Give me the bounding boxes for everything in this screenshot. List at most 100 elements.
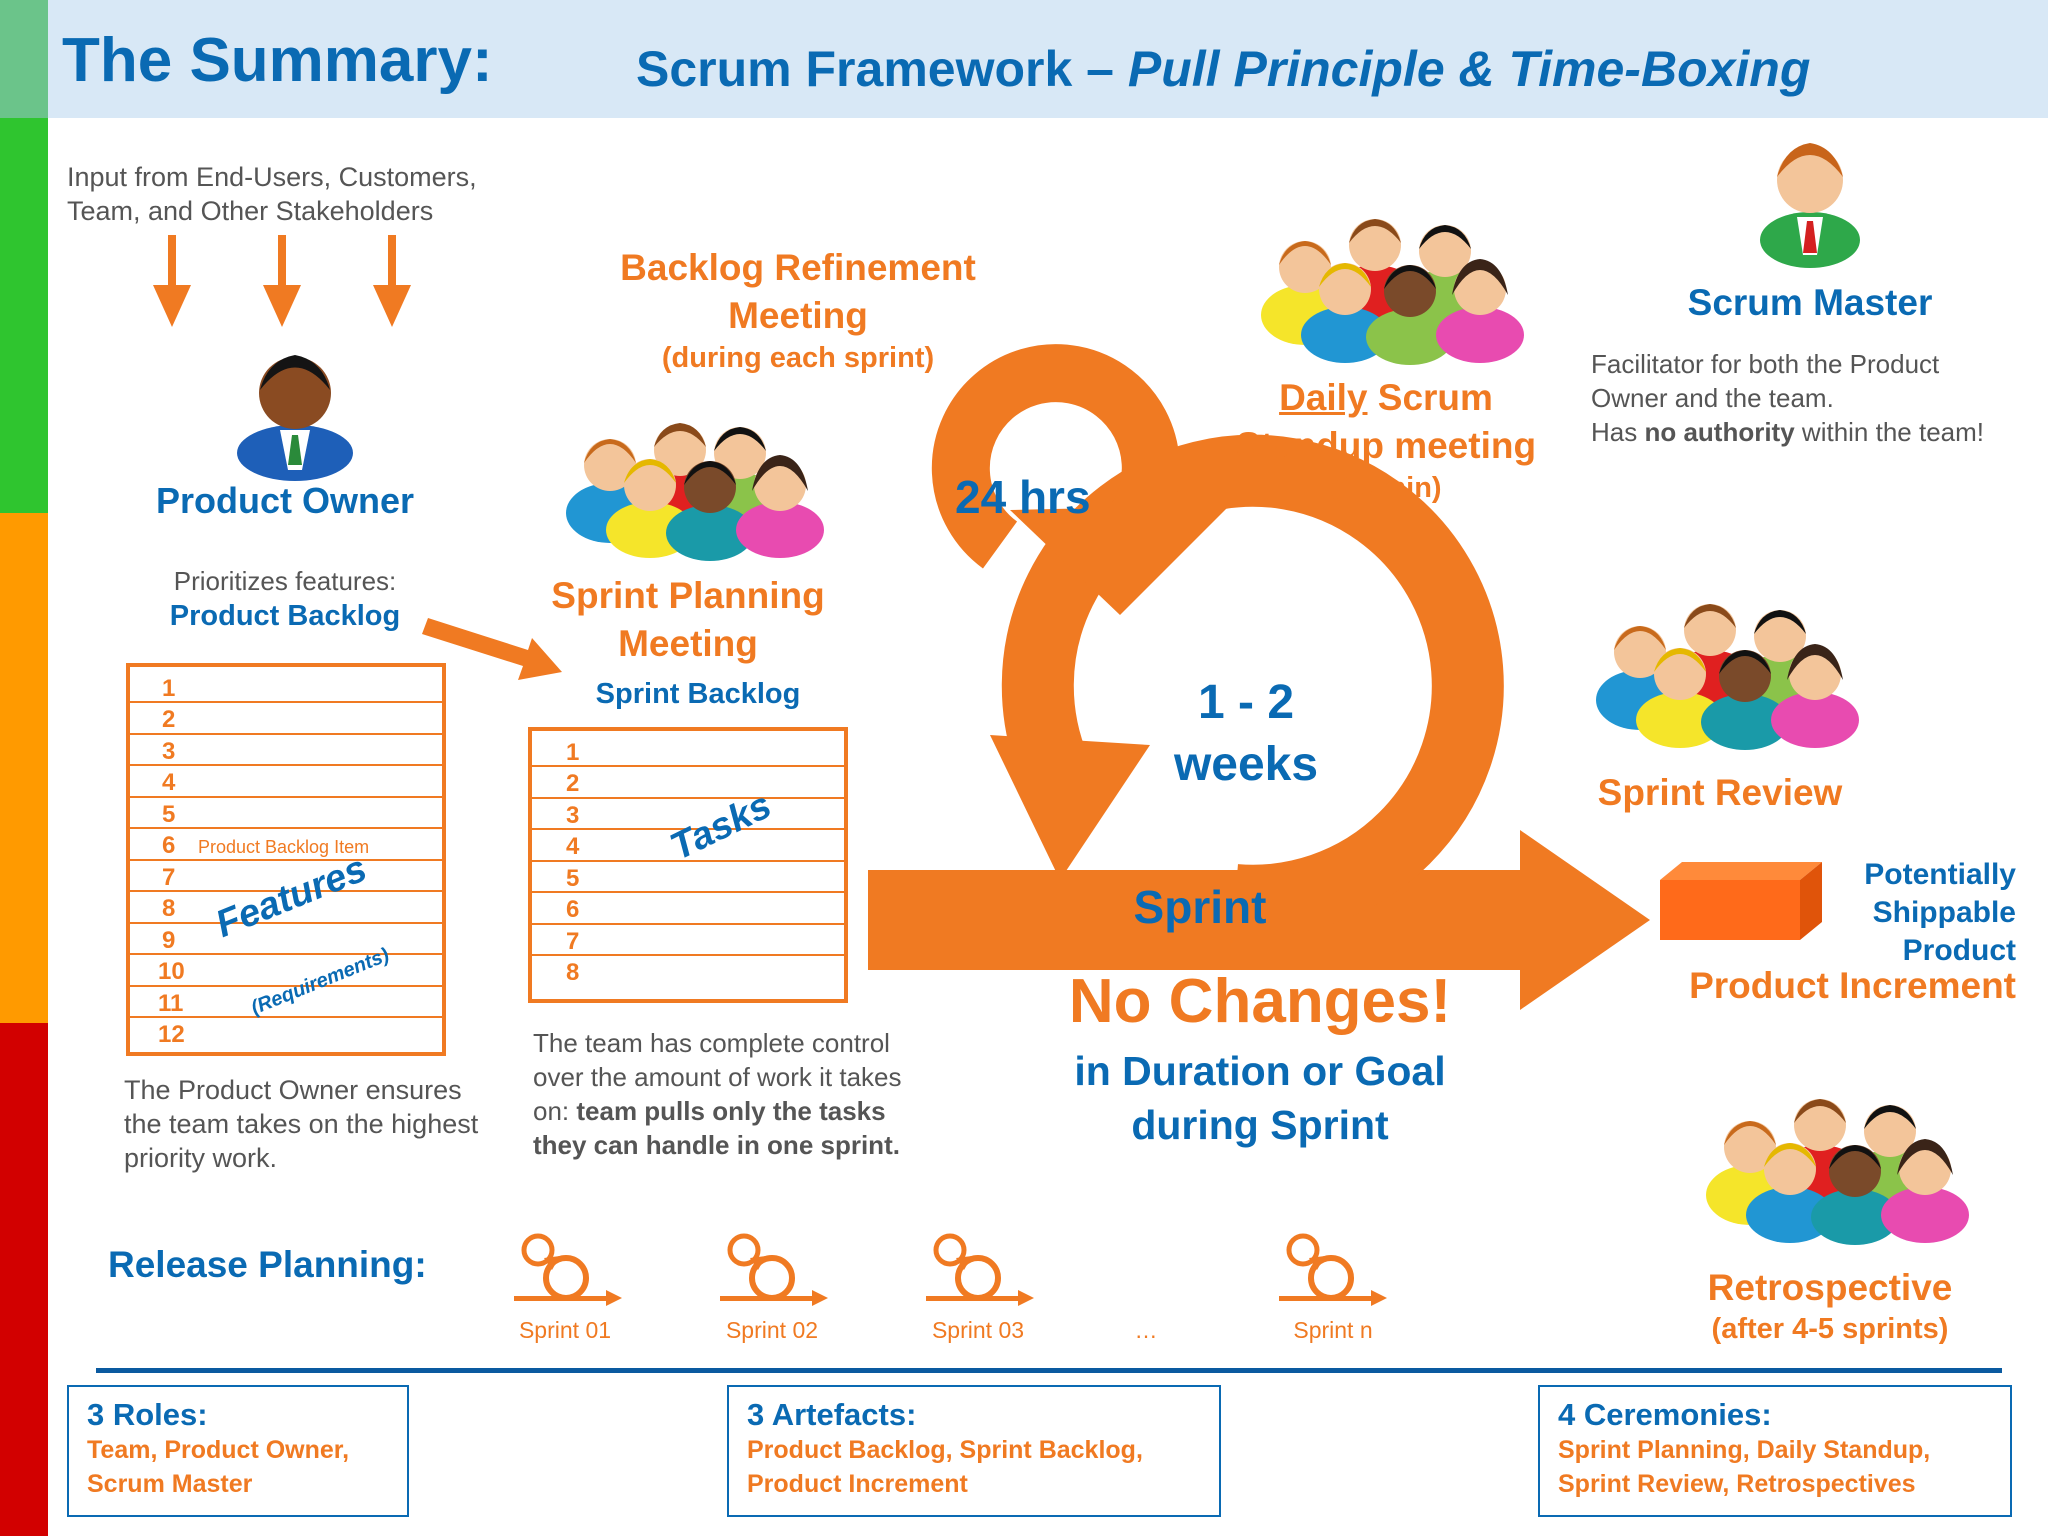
control-line-3: on: team pulls only the tasks — [533, 1094, 902, 1128]
roles-line-2: Scrum Master — [87, 1470, 253, 1498]
product-owner-person-icon — [237, 355, 353, 481]
task-number: 2 — [566, 770, 580, 797]
subtitle-italic: Pull Principle & Time-Boxing — [1127, 41, 1811, 97]
sprint-circle-arrowhead — [990, 735, 1150, 880]
task-number: 1 — [566, 739, 580, 766]
subtitle-plain: Scrum Framework – — [636, 41, 1128, 97]
product-owner-ensures-text: The Product Owner ensures the team takes… — [124, 1073, 478, 1175]
sprint-review-team-icon — [1596, 604, 1859, 750]
no-changes-line-2: in Duration or Goal — [1074, 1048, 1446, 1094]
sprint-flow-arrow-shaft — [868, 870, 1538, 970]
release-sprint-cycle — [510, 1228, 630, 1308]
ceremonies-line-1: Sprint Planning, Daily Standup, — [1558, 1436, 1931, 1464]
team-control-text: The team has complete control over the a… — [533, 1026, 902, 1162]
page-title: The Summary: — [62, 26, 493, 95]
no-changes-line-3: during Sprint — [1131, 1102, 1389, 1148]
scrum-master-person-icon — [1760, 143, 1860, 268]
backlog-item-number: 8 — [162, 895, 176, 922]
ceremonies-title: 4 Ceremonies: — [1558, 1397, 1772, 1432]
artefacts-line-1: Product Backlog, Sprint Backlog, — [747, 1436, 1143, 1464]
product-backlog-title: Product Backlog — [169, 600, 401, 632]
backlog-item-number: 7 — [162, 864, 176, 891]
backlog-row-line — [130, 1016, 442, 1018]
backlog-row-line — [130, 764, 442, 766]
backlog-item-number: 1 — [162, 675, 176, 702]
sm-line-3-plain-1: Has — [1591, 417, 1645, 447]
task-number: 3 — [566, 802, 580, 829]
product-line-2: Shippable — [1872, 896, 2016, 929]
retrospective-title: Retrospective (after 4-5 sprints) — [1650, 1266, 2010, 1348]
product-backlog-list: 1 2 3 4 5 6 7 8 9 10 11 12 Product Backl… — [126, 663, 446, 1056]
no-changes-detail: in Duration or Goal during Sprint — [1000, 1044, 1520, 1152]
mini-cycle-icon — [926, 1233, 1034, 1306]
retrospective-team-icon — [1706, 1099, 1969, 1245]
ensures-line-2: the team takes on the highest — [124, 1109, 479, 1139]
product-owner-title: Product Owner — [155, 480, 415, 521]
scrum-master-title: Scrum Master — [1687, 282, 1933, 323]
control-line-1: The team has complete control — [533, 1028, 890, 1058]
duration-line-2: weeks — [1173, 738, 1319, 791]
daily-word: Daily — [1279, 377, 1368, 418]
release-sprint-label: Sprint 03 — [931, 1317, 1025, 1343]
daily-scrum-title: Daily Scrum Standup meeting (15 min) — [1200, 374, 1572, 506]
side-bar-orange — [0, 513, 48, 1023]
side-bar-green — [0, 118, 48, 513]
roles-box: 3 Roles: Team, Product Owner, Scrum Mast… — [67, 1385, 409, 1517]
backlog-item-number: 12 — [158, 1021, 185, 1048]
ensures-line-3: priority work. — [124, 1143, 278, 1173]
backlog-item-number: 5 — [162, 801, 176, 828]
backlog-row-line — [130, 733, 442, 735]
backlog-item-number: 6 — [162, 832, 176, 859]
daily-scrum-rest: Scrum — [1367, 377, 1493, 418]
task-row-line — [532, 797, 844, 799]
task-number: 6 — [566, 896, 580, 923]
task-number: 5 — [566, 865, 580, 892]
daily-scrum-line-3: (15 min) — [1330, 472, 1442, 504]
backlog-item-number: 3 — [162, 738, 176, 765]
sprint-circle — [1001, 434, 1504, 937]
task-row-line — [532, 860, 844, 862]
backlog-to-planning-arrow — [422, 618, 562, 680]
bottom-divider — [96, 1368, 2002, 1373]
artefacts-title: 3 Artefacts: — [747, 1397, 917, 1432]
refinement-line-1: Backlog Refinement — [620, 247, 976, 288]
stakeholder-line-2: Team, and Other Stakeholders — [67, 196, 434, 226]
mini-cycle-icon — [1279, 1233, 1387, 1306]
backlog-row-line — [130, 796, 442, 798]
backlog-item-number: 2 — [162, 706, 176, 733]
daily-duration-label: 24 hrs — [955, 471, 1091, 523]
scrum-master-line-2: Owner and the team. — [1591, 383, 1834, 413]
ceremonies-line-2: Sprint Review, Retrospectives — [1558, 1470, 1916, 1498]
backlog-row-line — [130, 953, 442, 955]
product-backlog-item-label: Product Backlog Item — [198, 837, 370, 857]
sprint-planning-team-icon — [566, 423, 824, 561]
backlog-row-line — [130, 985, 442, 987]
mini-cycle-icon — [720, 1233, 828, 1306]
sprint-label: Sprint — [1133, 881, 1267, 933]
sprint-flow-arrow-head — [1520, 830, 1650, 1010]
artefacts-box: 3 Artefacts: Product Backlog, Sprint Bac… — [727, 1385, 1221, 1517]
backlog-item-number: 11 — [158, 990, 184, 1017]
side-bar-red — [0, 1023, 48, 1536]
page-subtitle: Scrum Framework – Pull Principle & Time-… — [636, 38, 1810, 100]
sprint-planning-line-2: Meeting — [618, 623, 758, 664]
daily-scrum-team-icon — [1261, 219, 1524, 365]
release-planning-title: Release Planning: — [108, 1244, 427, 1285]
prioritizes-label: Prioritizes features: — [173, 566, 397, 596]
task-row-line — [532, 891, 844, 893]
scrum-master-line-1: Facilitator for both the Product — [1591, 349, 1940, 379]
sprint-planning-line-1: Sprint Planning — [551, 575, 825, 616]
stakeholder-line-1: Input from End-Users, Customers, — [67, 162, 477, 192]
backlog-item-number: 9 — [162, 927, 176, 954]
daily-scrum-line-2: Standup meeting — [1235, 425, 1537, 466]
release-sprint-label: Sprint 02 — [725, 1317, 819, 1343]
refinement-line-2: Meeting — [728, 295, 868, 336]
backlog-item-number: 4 — [162, 769, 176, 796]
task-row-line — [532, 828, 844, 830]
backlog-row-line — [130, 701, 442, 703]
backlog-row-line — [130, 922, 442, 924]
sprint-planning-title: Sprint Planning Meeting — [508, 572, 868, 668]
product-increment-box-icon — [1660, 862, 1822, 940]
scrum-master-description: Facilitator for both the Product Owner a… — [1591, 347, 1984, 449]
control-line-2: over the amount of work it takes — [533, 1062, 902, 1092]
